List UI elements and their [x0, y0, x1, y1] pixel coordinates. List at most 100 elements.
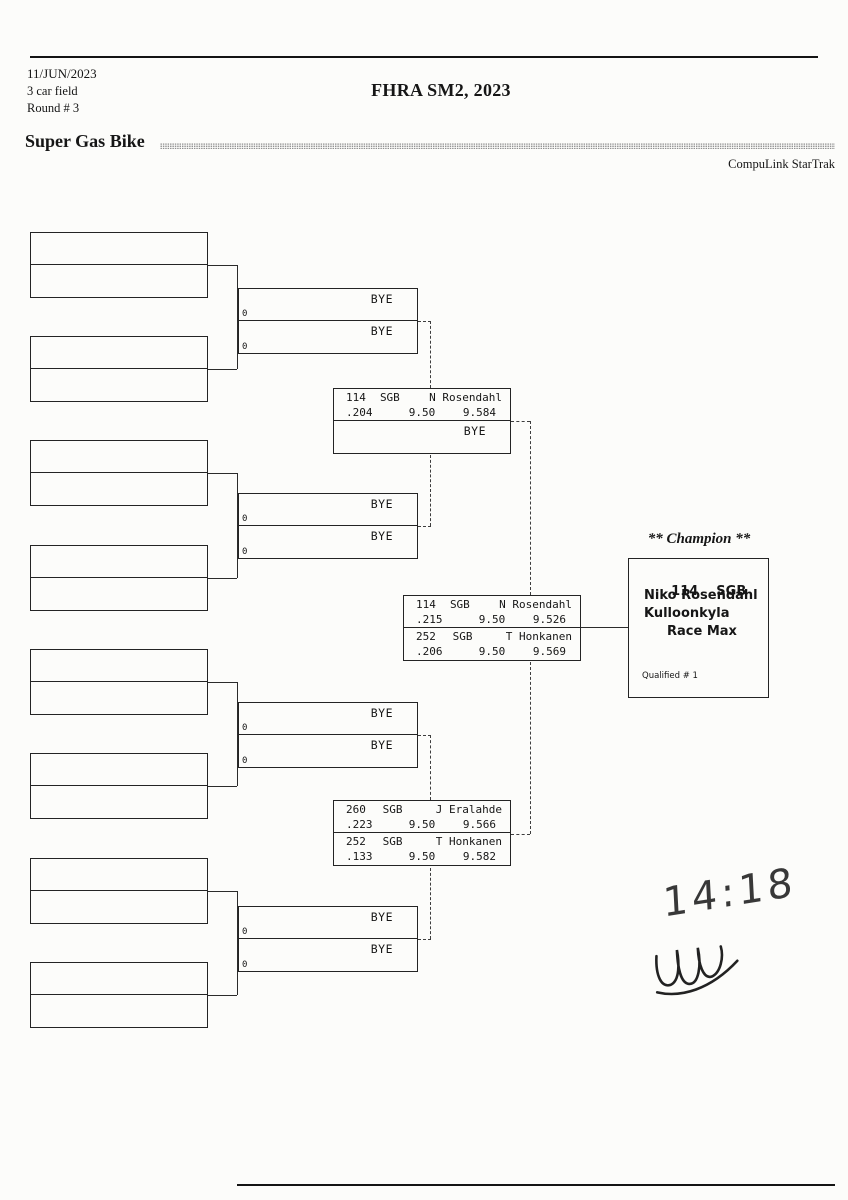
round1-slot-7-bottom — [31, 891, 207, 923]
semifinal-top-box: 114 SGB N Rosendahl .204 9.50 9.584 BYE — [333, 388, 511, 454]
round1-slot-6-bottom — [31, 786, 207, 818]
bracket-connector-dashed — [430, 455, 431, 526]
car-class: SGB — [379, 391, 400, 404]
round2-pairing-1: BYE 0 BYE 0 — [238, 288, 418, 354]
driver-name: T Honkanen — [505, 630, 572, 643]
round1-slot-2-bottom — [31, 369, 207, 401]
bye-label: BYE — [370, 292, 393, 306]
bracket-connector — [208, 891, 237, 892]
stats-line: .223 9.50 9.566 — [334, 818, 510, 831]
round2-pairing-4: BYE 0 BYE 0 — [238, 906, 418, 972]
field-size: 3 car field — [27, 84, 78, 98]
elapsed-time: 9.582 — [462, 850, 496, 863]
round1-slot-5-top — [31, 650, 207, 682]
car-number: 114 — [346, 391, 366, 404]
round2-pairing-3: BYE 0 BYE 0 — [238, 702, 418, 768]
car-class: SGB — [382, 803, 403, 816]
car-class: SGB — [449, 598, 470, 611]
bracket-connector — [237, 891, 238, 995]
round1-slot-1 — [30, 232, 208, 298]
champion-name: Niko Rosendahl — [644, 588, 758, 603]
champion-hometown: Kulloonkyla — [644, 606, 730, 621]
round1-slot-1-bottom — [31, 265, 207, 297]
bracket-connector — [208, 995, 237, 996]
driver-name: J Eralahde — [435, 803, 502, 816]
lane-number: 0 — [242, 514, 248, 524]
bracket-connector-dashed — [430, 321, 431, 388]
elapsed-time: 9.526 — [532, 613, 566, 626]
bracket-connector-dashed — [511, 834, 530, 835]
entry-line: 252 SGB T Honkanen — [334, 835, 510, 848]
round2-pairing-2-bottom: BYE 0 — [239, 526, 417, 558]
driver-name: N Rosendahl — [429, 391, 502, 404]
bracket-connector-dashed — [418, 321, 431, 322]
car-number: 114 — [416, 598, 436, 611]
champion-vehicle: Race Max — [667, 624, 737, 639]
bye-label: BYE — [463, 424, 486, 438]
car-class: SGB — [382, 835, 403, 848]
round2-pairing-3-top: BYE 0 — [239, 703, 417, 735]
round1-slot-7 — [30, 858, 208, 924]
bracket-connector — [237, 682, 238, 786]
lane-number: 0 — [242, 723, 248, 733]
bracket-connector-dashed — [418, 939, 431, 940]
dial-in: 9.50 — [478, 613, 506, 626]
semifinal-bottom-bottom: 252 SGB T Honkanen .133 9.50 9.582 — [334, 833, 510, 865]
round1-slot-3 — [30, 440, 208, 506]
round2-pairing-4-bottom: BYE 0 — [239, 939, 417, 971]
top-rule — [30, 56, 818, 58]
bracket-connector — [237, 265, 238, 369]
champion-qualified: Qualified # 1 — [642, 671, 698, 681]
round2-pairing-1-bottom: BYE 0 — [239, 321, 417, 353]
reaction-time: .204 — [346, 406, 373, 419]
stats-line: .215 9.50 9.526 — [404, 613, 580, 626]
bye-label: BYE — [370, 324, 393, 338]
round2-pairing-1-top: BYE 0 — [239, 289, 417, 321]
bracket-connector — [581, 627, 628, 628]
bracket-connector-dashed — [430, 735, 431, 800]
round1-slot-4-top — [31, 546, 207, 578]
lane-number: 0 — [242, 960, 248, 970]
bracket-connector-dashed — [430, 868, 431, 939]
driver-name: T Honkanen — [435, 835, 502, 848]
reaction-time: .223 — [346, 818, 373, 831]
semifinal-bottom-top: 260 SGB J Eralahde .223 9.50 9.566 — [334, 801, 510, 833]
bye-label: BYE — [370, 529, 393, 543]
bracket-connector — [208, 786, 237, 787]
bracket-connector — [208, 369, 237, 370]
bracket-connector — [208, 473, 237, 474]
final-box: 114 SGB N Rosendahl .215 9.50 9.526 252 … — [403, 595, 581, 661]
event-title: FHRA SM2, 2023 — [371, 80, 511, 100]
round2-pairing-4-top: BYE 0 — [239, 907, 417, 939]
round1-slot-6 — [30, 753, 208, 819]
reaction-time: .206 — [416, 645, 443, 658]
stats-line: .133 9.50 9.582 — [334, 850, 510, 863]
semifinal-top-opponent: BYE — [334, 421, 510, 453]
driver-name: N Rosendahl — [499, 598, 572, 611]
car-number: 260 — [346, 803, 366, 816]
handwritten-time: 14:18 — [661, 859, 798, 927]
stats-line: .204 9.50 9.584 — [334, 406, 510, 419]
bye-label: BYE — [370, 738, 393, 752]
semifinal-bottom-box: 260 SGB J Eralahde .223 9.50 9.566 252 S… — [333, 800, 511, 866]
champion-number: 114 — [671, 584, 699, 599]
bye-label: BYE — [370, 910, 393, 924]
round1-slot-2-top — [31, 337, 207, 369]
round1-slot-6-top — [31, 754, 207, 786]
lane-number: 0 — [242, 309, 248, 319]
class-name: Super Gas Bike — [25, 131, 145, 151]
entry-line: 252 SGB T Honkanen — [404, 630, 580, 643]
round1-slot-3-top — [31, 441, 207, 473]
semifinal-top-winner: 114 SGB N Rosendahl .204 9.50 9.584 — [334, 389, 510, 421]
bracket-connector — [208, 578, 237, 579]
bye-label: BYE — [370, 942, 393, 956]
car-number: 252 — [346, 835, 366, 848]
class-underline-hatch — [160, 143, 835, 149]
reaction-time: .215 — [416, 613, 443, 626]
timing-brand: CompuLink StarTrak — [728, 157, 835, 171]
entry-line: 114 SGB N Rosendahl — [404, 598, 580, 611]
dial-in: 9.50 — [478, 645, 506, 658]
